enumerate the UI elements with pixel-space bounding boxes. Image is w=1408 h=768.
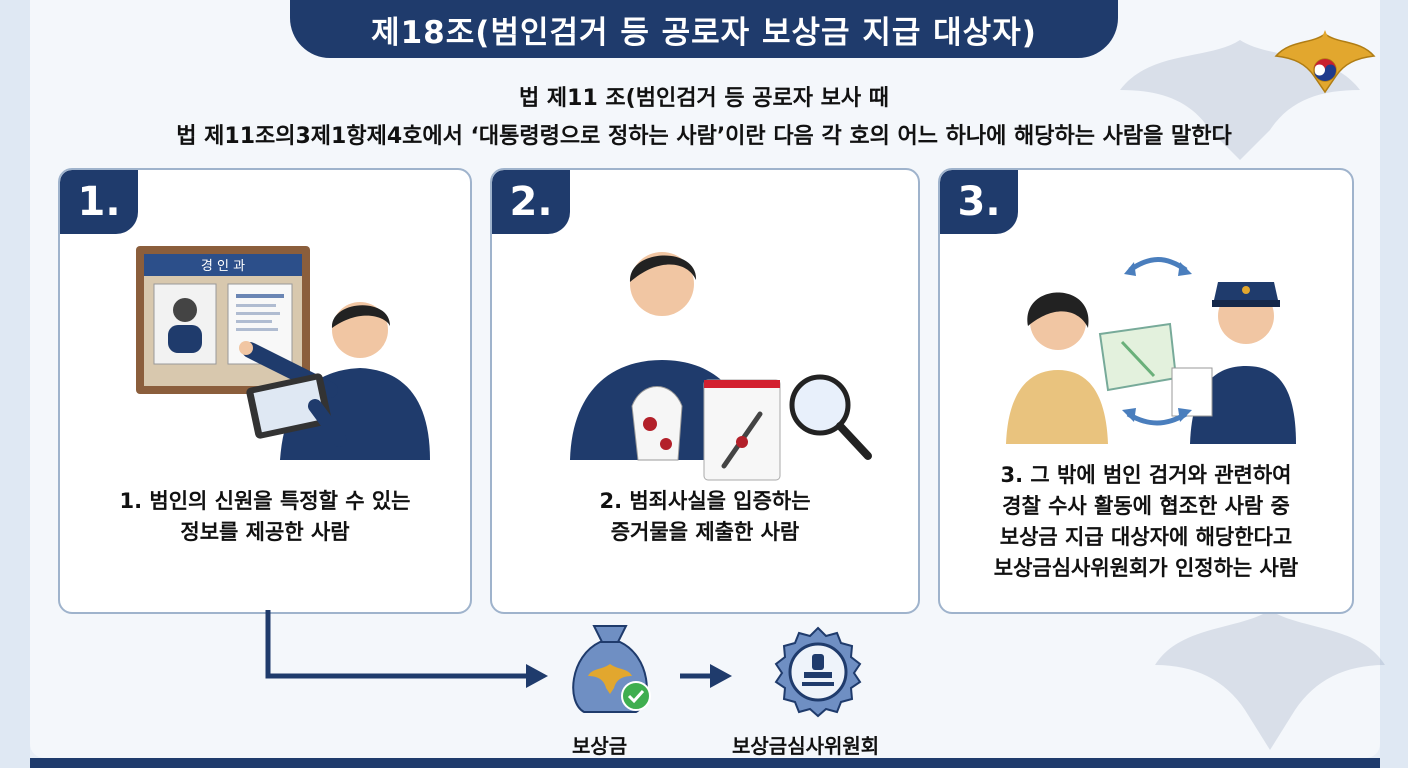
card-1-text: 1. 범인의 신원을 특정할 수 있는 정보를 제공한 사람	[70, 486, 460, 548]
committee-seal-icon	[774, 626, 862, 718]
police-emblem-icon	[1274, 30, 1376, 94]
card-2-text-line-2: 증거물을 제출한 사람	[610, 520, 800, 544]
card-1-text-line-1: 1. 범인의 신원을 특정할 수 있는	[119, 489, 411, 513]
card-3-text-line-3: 보상금 지급 대상자에 해당한다고	[999, 525, 1293, 549]
card-1-text-line-2: 정보를 제공한 사람	[180, 520, 350, 544]
reward-label: 보상금	[572, 734, 628, 758]
committee-label: 보상금심사위원회	[732, 734, 880, 758]
wanted-board-illustration: 경 인 과	[136, 246, 430, 460]
subtitle-line-1: 법 제11 조(범인검거 등 공로자 보사 때	[519, 86, 889, 111]
page-title: 제18조(범인검거 등 공로자 보상금 지급 대상자)	[290, 0, 1118, 58]
board-label: 경 인 과	[201, 259, 245, 274]
bottom-bar	[30, 758, 1380, 768]
left-margin	[0, 0, 30, 768]
card-3-number: 3.	[940, 170, 1018, 234]
card-2-number: 2.	[492, 170, 570, 234]
card-3: 3. 3. 그 밖에 범인 검거와 관련하여 경찰 수사 활동에 협조한 사람 …	[938, 168, 1354, 614]
subtitle-line-2: 법 제11조의3제1항제4호에서 ‘대통령령으로 정하는 사람’이란 다음 각 …	[176, 124, 1232, 149]
police-emblem-watermark	[1120, 40, 1360, 160]
card-3-text-line-4: 보상금심사위원회가 인정하는 사람	[993, 556, 1299, 580]
police-emblem-watermark-2	[1155, 610, 1385, 750]
cooperation-illustration	[1006, 257, 1296, 444]
card-1: 1. 경 인 과 1. 범인의 신원을 특정할 수 있는 정보를 제공한 사람	[58, 168, 472, 614]
right-margin	[1380, 0, 1408, 768]
card-3-text-line-1: 3. 그 밖에 범인 검거와 관련하여	[1000, 463, 1292, 487]
card-2: 2. 2. 범죄사실을 입증하는 증거물을 제출한 사람	[490, 168, 920, 614]
card-3-text: 3. 그 밖에 범인 검거와 관련하여 경찰 수사 활동에 협조한 사람 중 보…	[950, 460, 1342, 584]
evidence-illustration	[570, 252, 872, 481]
card-2-text-line-1: 2. 범죄사실을 입증하는	[599, 489, 811, 513]
card-2-text: 2. 범죄사실을 입증하는 증거물을 제출한 사람	[502, 486, 908, 548]
money-bag-icon	[572, 625, 651, 713]
card-1-number: 1.	[60, 170, 138, 234]
card-3-text-line-2: 경찰 수사 활동에 협조한 사람 중	[1002, 494, 1290, 518]
